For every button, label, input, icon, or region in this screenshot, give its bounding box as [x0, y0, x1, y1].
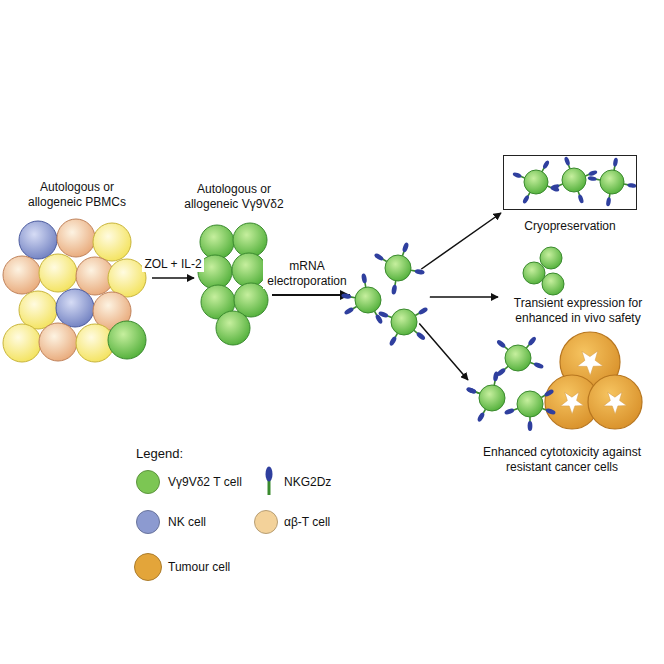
tumour-cell — [588, 375, 642, 429]
nkg2dz-receptor — [266, 467, 273, 482]
illustration — [3, 156, 642, 431]
nkg2dz-receptor — [544, 388, 555, 397]
legend-swatch — [254, 510, 278, 534]
cell — [108, 259, 146, 297]
lysis-mark — [560, 392, 583, 414]
legend-text: Vγ9Vδ2 T cell — [168, 475, 242, 490]
nkg2dz-receptor — [402, 242, 410, 253]
legend-heading: Legend: — [136, 446, 183, 462]
step-label: ZOL + IL-2 — [142, 257, 203, 272]
node-caption: Cryopreservation — [490, 219, 650, 234]
step-label: mRNA electroporation — [263, 259, 351, 289]
legend-receptor-sample — [262, 466, 276, 496]
cell — [56, 289, 94, 327]
cell — [517, 391, 543, 417]
nkg2dz-receptor — [466, 387, 477, 395]
cell — [385, 255, 411, 281]
cell — [200, 225, 234, 259]
nkg2dz-receptor — [545, 408, 556, 416]
nkg2dz-receptor — [528, 421, 533, 431]
node-caption: Autologous or allogeneic PBMCs — [15, 180, 139, 210]
cell-group: Enhanced cytotoxicity against resistant … — [470, 332, 654, 475]
node-caption: Enhanced cytotoxicity against resistant … — [470, 445, 654, 475]
cell — [355, 287, 381, 313]
cell — [391, 309, 417, 335]
nkg2dz-receptor — [606, 197, 612, 207]
cell — [93, 223, 131, 261]
nkg2dz-receptor — [414, 269, 425, 275]
nkg2dz-receptor — [378, 311, 389, 319]
node-caption: Transient expression for enhanced in viv… — [500, 296, 656, 326]
nkg2dz-receptor — [343, 306, 354, 315]
receptor-stalk — [268, 480, 271, 495]
node-caption: Autologous or allogeneic Vγ9Vδ2 — [172, 182, 296, 212]
nkg2dz-receptor — [533, 362, 544, 370]
cell-group: Autologous or allogeneic PBMCs — [4, 220, 150, 362]
cell — [19, 291, 57, 329]
storage-box: Cryopreservation — [503, 155, 637, 210]
cell — [232, 253, 266, 287]
legend-text: NK cell — [168, 515, 206, 530]
legend-text: Tumour cell — [168, 560, 230, 575]
cluster-backing — [350, 253, 430, 337]
lysis-mark — [577, 351, 603, 376]
nkg2dz-receptor — [466, 387, 477, 395]
nkg2dz-receptor — [588, 170, 598, 177]
cell — [600, 170, 624, 194]
cell — [108, 321, 146, 359]
nkg2dz-receptor — [587, 176, 597, 182]
nkg2dz-receptor — [522, 194, 530, 204]
nkg2dz-receptor — [388, 336, 397, 347]
nkg2dz-receptor — [542, 160, 550, 170]
cell-group: Autologous or allogeneic Vγ9Vδ2 — [198, 222, 270, 348]
cell — [233, 223, 267, 257]
process-arrow — [152, 277, 194, 279]
cell — [19, 221, 57, 259]
nkg2dz-receptor — [373, 252, 384, 261]
nkg2dz-receptor — [504, 408, 515, 416]
legend-swatch — [136, 470, 160, 494]
lysis-mark — [603, 392, 626, 414]
legend-swatch — [136, 510, 160, 534]
nkg2dz-receptor — [577, 194, 584, 204]
nkg2dz-receptor — [550, 183, 560, 190]
nkg2dz-receptor — [527, 336, 537, 347]
legend-text: αβ-T cell — [284, 515, 330, 530]
nkg2dz-receptor — [415, 331, 426, 341]
cell-group: Transient expression for enhanced in viv… — [500, 246, 656, 326]
cell — [524, 170, 548, 194]
nkg2dz-receptor — [613, 157, 619, 167]
cell — [540, 247, 562, 269]
cell — [3, 324, 41, 362]
nkg2dz-receptor — [627, 183, 637, 189]
cell — [39, 254, 77, 292]
nkg2dz-receptor — [418, 306, 429, 315]
cell — [39, 323, 77, 361]
nkg2dz-receptor — [476, 412, 485, 423]
nkg2dz-receptor — [564, 156, 571, 166]
cell — [216, 311, 250, 345]
cell — [562, 168, 586, 192]
legend-text: NKG2Dz — [284, 475, 331, 490]
nkg2dz-receptor — [341, 293, 352, 299]
nkg2dz-receptor — [361, 273, 367, 284]
nkg2dz-receptor — [391, 284, 397, 295]
nkg2dz-receptor — [493, 371, 499, 382]
cell — [523, 262, 545, 284]
legend-swatch — [134, 553, 162, 581]
cell — [57, 219, 95, 257]
nkg2dz-receptor — [496, 339, 507, 349]
cell — [542, 273, 564, 295]
cell — [505, 345, 531, 371]
cell — [479, 385, 505, 411]
nkg2dz-receptor — [512, 172, 522, 179]
cell — [3, 256, 41, 294]
